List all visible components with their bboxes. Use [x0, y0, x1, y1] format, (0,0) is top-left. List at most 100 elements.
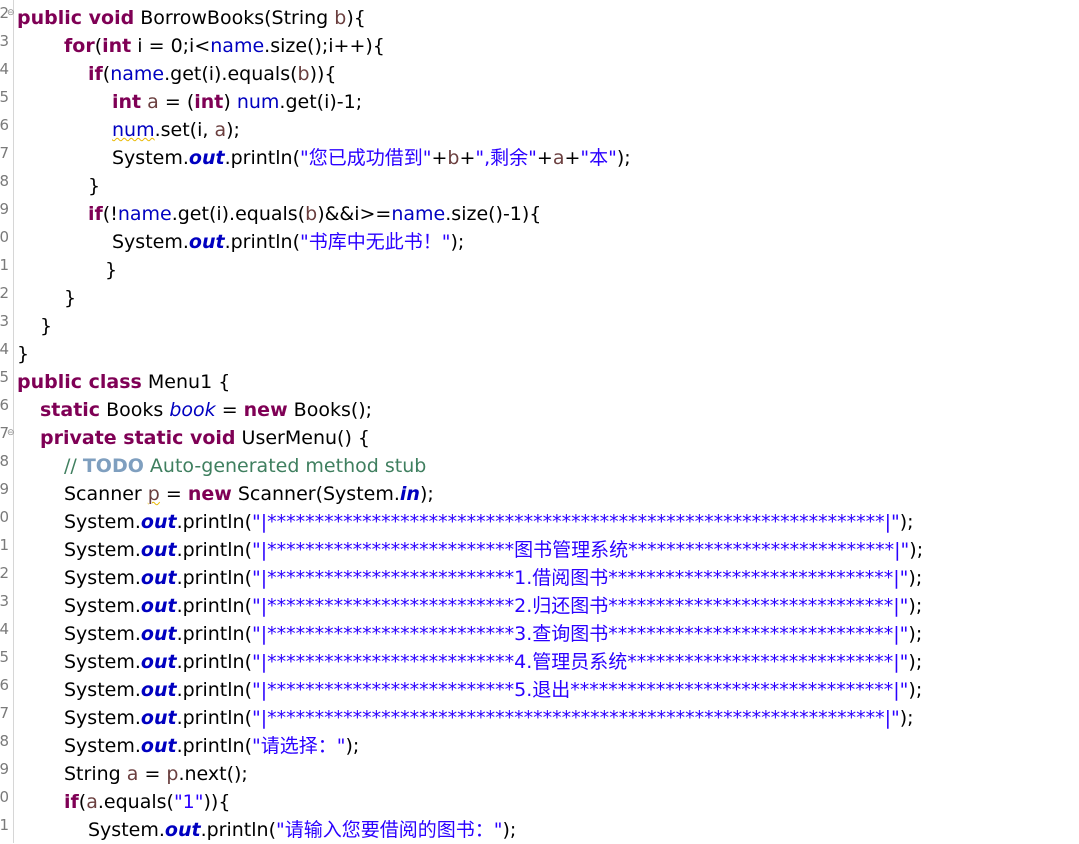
keyword: int: [102, 35, 132, 57]
code-text: .size();i++){: [264, 35, 385, 57]
code-line[interactable]: for(int i = 0;i<name.size();i++){: [17, 32, 385, 60]
code-text: .println(: [176, 567, 252, 589]
code-line[interactable]: if(name.get(i).equals(b)){: [17, 60, 337, 88]
code-line[interactable]: System.out.println("|*******************…: [17, 592, 922, 620]
line-number: 4: [0, 620, 9, 638]
code-line[interactable]: public void BorrowBooks(String b){: [17, 4, 366, 32]
code-line[interactable]: System.out.println("|*******************…: [17, 620, 922, 648]
code-line[interactable]: public class Menu1 {: [17, 368, 230, 396]
code-line[interactable]: System.out.println("书库中无此书！");: [17, 228, 464, 256]
code-line[interactable]: System.out.println("|*******************…: [17, 704, 914, 732]
collapse-icon[interactable]: ⊖: [7, 428, 15, 438]
code-text: = (: [158, 91, 195, 113]
static-field: out: [140, 511, 177, 533]
static-field: in: [399, 483, 420, 505]
code-text: UserMenu() {: [235, 427, 370, 449]
line-number: 2: [0, 564, 9, 582]
code-text: Menu1 {: [141, 371, 231, 393]
code-line[interactable]: System.out.println("请输入您要借阅的图书：");: [17, 816, 516, 844]
line-number: 1: [0, 816, 9, 834]
line-number: 7: [0, 144, 9, 162]
code-text: .println(: [176, 539, 252, 561]
code-line[interactable]: System.out.println("|*******************…: [17, 676, 922, 704]
code-text: .println(: [200, 819, 276, 841]
static-field: book: [169, 399, 216, 421]
code-text: Books();: [287, 399, 373, 421]
code-line[interactable]: }: [17, 312, 52, 340]
code-text: =: [138, 763, 167, 785]
code-text: System.: [64, 623, 141, 645]
code-text: Scanner(System.: [231, 483, 400, 505]
string-literal: "|**************************3.查询图书******…: [251, 623, 909, 645]
local-variable: b: [334, 7, 347, 29]
line-number: 3: [0, 312, 9, 330]
static-field: out: [140, 539, 177, 561]
code-line[interactable]: if(!name.get(i).equals(b)&&i>=name.size(…: [17, 200, 541, 228]
line-number: 9: [0, 760, 9, 778]
code-text: System.: [112, 231, 189, 253]
line-number: 2: [0, 284, 9, 302]
line-number: 3: [0, 32, 9, 50]
keyword: int: [112, 91, 142, 113]
code-text: =: [215, 399, 244, 421]
line-number-gutter: 2 ⊖ 3 4 5 6 7 8 9 0 1 2 3 4 5 6 7 ⊖ 8 9 …: [0, 0, 15, 843]
code-text: .println(: [176, 707, 252, 729]
static-field: out: [164, 819, 201, 841]
code-text: .get(i)-1;: [279, 91, 363, 113]
string-literal: "|**************************图书管理系统******…: [251, 539, 910, 561]
static-field: out: [140, 735, 177, 757]
code-line[interactable]: System.out.println("您已成功借到"+b+",剩余"+a+"本…: [17, 144, 631, 172]
code-text: (: [78, 791, 87, 813]
code-line[interactable]: System.out.println("|*******************…: [17, 536, 923, 564]
line-number: 1: [0, 256, 9, 274]
line-number: 0: [0, 788, 9, 806]
local-variable: b: [305, 203, 318, 225]
code-line[interactable]: System.out.println("|*******************…: [17, 648, 922, 676]
code-text: );: [345, 735, 360, 757]
field: name: [210, 35, 265, 57]
code-line[interactable]: if(a.equals("1")){: [17, 788, 230, 816]
code-line[interactable]: }: [17, 284, 76, 312]
code-text: .println(: [224, 147, 300, 169]
code-line[interactable]: int a = (int) num.get(i)-1;: [17, 88, 362, 116]
code-text: );: [908, 595, 923, 617]
code-line[interactable]: num.set(i, a);: [17, 116, 240, 144]
code-text: .println(: [176, 623, 252, 645]
keyword: public void: [17, 7, 135, 29]
collapse-icon[interactable]: ⊖: [7, 8, 15, 18]
local-variable: p: [147, 483, 160, 505]
code-text: .println(: [176, 735, 252, 757]
code-line[interactable]: private static void UserMenu() {: [17, 424, 370, 452]
code-line[interactable]: }: [17, 340, 29, 368]
code-text: Scanner: [64, 483, 148, 505]
keyword: public class: [17, 371, 142, 393]
code-text: .equals(: [97, 791, 174, 813]
code-line[interactable]: System.out.println("请选择：");: [17, 732, 359, 760]
code-line[interactable]: Scanner p = new Scanner(System.in);: [17, 480, 434, 508]
code-line[interactable]: static Books book = new Books();: [17, 396, 372, 424]
string-literal: "|**************************1.借阅图书******…: [251, 567, 909, 589]
code-line[interactable]: System.out.println("|*******************…: [17, 508, 914, 536]
code-line[interactable]: String a = p.next();: [17, 760, 248, 788]
code-text: .size()-1){: [445, 203, 542, 225]
code-text: (: [102, 63, 111, 85]
line-number: 0: [0, 228, 9, 246]
code-text: .println(: [176, 679, 252, 701]
code-line[interactable]: System.out.println("|*******************…: [17, 564, 922, 592]
code-line[interactable]: }: [17, 172, 100, 200]
keyword: static: [40, 399, 101, 421]
code-text: +: [459, 147, 476, 169]
code-text: +: [431, 147, 448, 169]
code-text: System.: [88, 819, 165, 841]
line-number: 7: [0, 424, 9, 442]
line-number: 9: [0, 480, 9, 498]
line-number: 3: [0, 592, 9, 610]
code-text: i = 0;i<: [131, 35, 211, 57]
code-text: .println(: [176, 651, 252, 673]
code-line[interactable]: }: [17, 256, 117, 284]
line-number: 4: [0, 60, 9, 78]
code-line[interactable]: // TODO Auto-generated method stub: [17, 452, 426, 480]
keyword: new: [187, 483, 232, 505]
code-text: );: [450, 231, 465, 253]
